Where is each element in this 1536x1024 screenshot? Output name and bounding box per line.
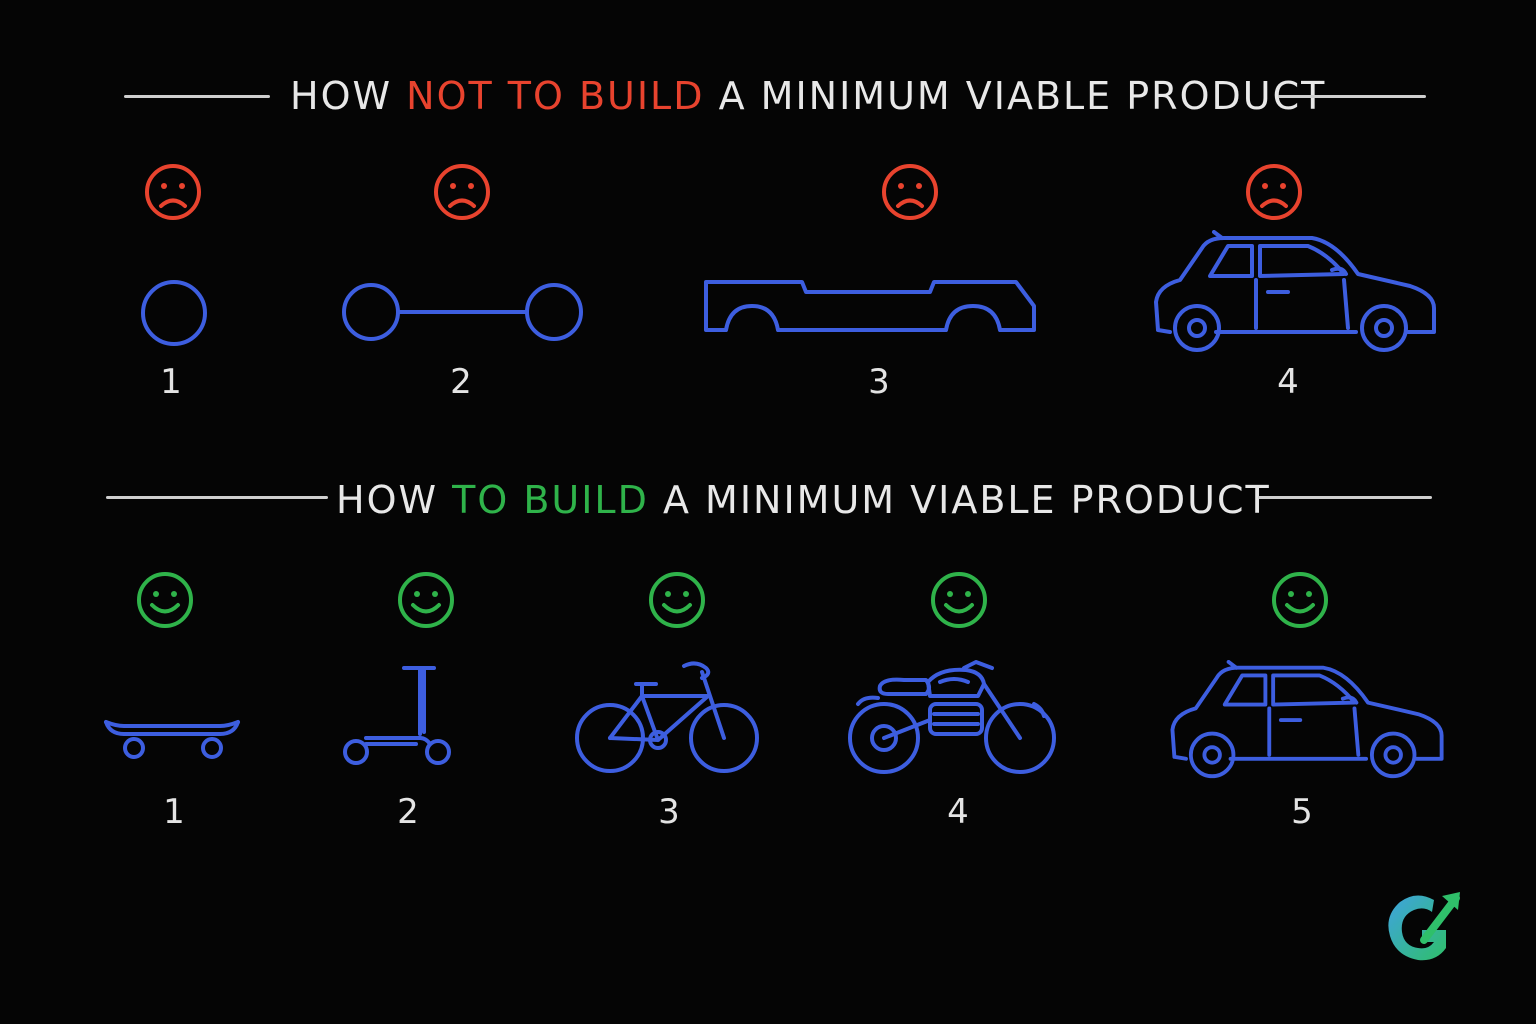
bicycle-icon [575, 661, 759, 773]
right-divider [1258, 496, 1432, 499]
top-title-start: HOW [290, 74, 407, 118]
skateboard-icon [104, 720, 240, 759]
stage-number: 5 [1291, 792, 1313, 832]
stage-number: 3 [868, 362, 890, 402]
stage-number: 4 [947, 792, 969, 832]
motorcycle-icon [848, 660, 1056, 774]
sad-face-icon [882, 164, 938, 220]
stage-number: 2 [450, 362, 472, 402]
scooter-icon [343, 666, 451, 765]
left-divider [106, 496, 328, 499]
car-icon [1170, 660, 1444, 779]
happy-face-icon [649, 572, 705, 628]
top-title-highlight: NOT TO BUILD [406, 74, 705, 118]
bottom-title: HOW TO BUILD A MINIMUM VIABLE PRODUCT [336, 470, 1269, 530]
wheel-icon [141, 280, 207, 346]
sad-face-icon [1246, 164, 1302, 220]
bottom-title-start: HOW [336, 478, 453, 522]
stage-number: 2 [397, 792, 419, 832]
stage-number: 1 [163, 792, 185, 832]
sad-face-icon [145, 164, 201, 220]
sad-face-icon [434, 164, 490, 220]
stage-number: 4 [1277, 362, 1299, 402]
left-divider [124, 95, 270, 98]
top-title-row: HOW NOT TO BUILD A MINIMUM VIABLE PRODUC… [0, 66, 1536, 126]
car-icon [1154, 230, 1436, 352]
happy-face-icon [137, 572, 193, 628]
right-divider [1278, 95, 1426, 98]
stage-number: 3 [658, 792, 680, 832]
bottom-title-highlight: TO BUILD [452, 478, 649, 522]
happy-face-icon [398, 572, 454, 628]
stage-number: 1 [160, 362, 182, 402]
happy-face-icon [1272, 572, 1328, 628]
bottom-title-row: HOW TO BUILD A MINIMUM VIABLE PRODUCT [0, 470, 1536, 530]
car-chassis-icon [704, 280, 1036, 332]
happy-face-icon [931, 572, 987, 628]
axle-icon [342, 283, 583, 341]
brand-logo-icon [1388, 892, 1460, 961]
top-title-end: A MINIMUM VIABLE PRODUCT [704, 74, 1327, 118]
bottom-title-end: A MINIMUM VIABLE PRODUCT [648, 478, 1271, 522]
top-title: HOW NOT TO BUILD A MINIMUM VIABLE PRODUC… [290, 66, 1324, 126]
